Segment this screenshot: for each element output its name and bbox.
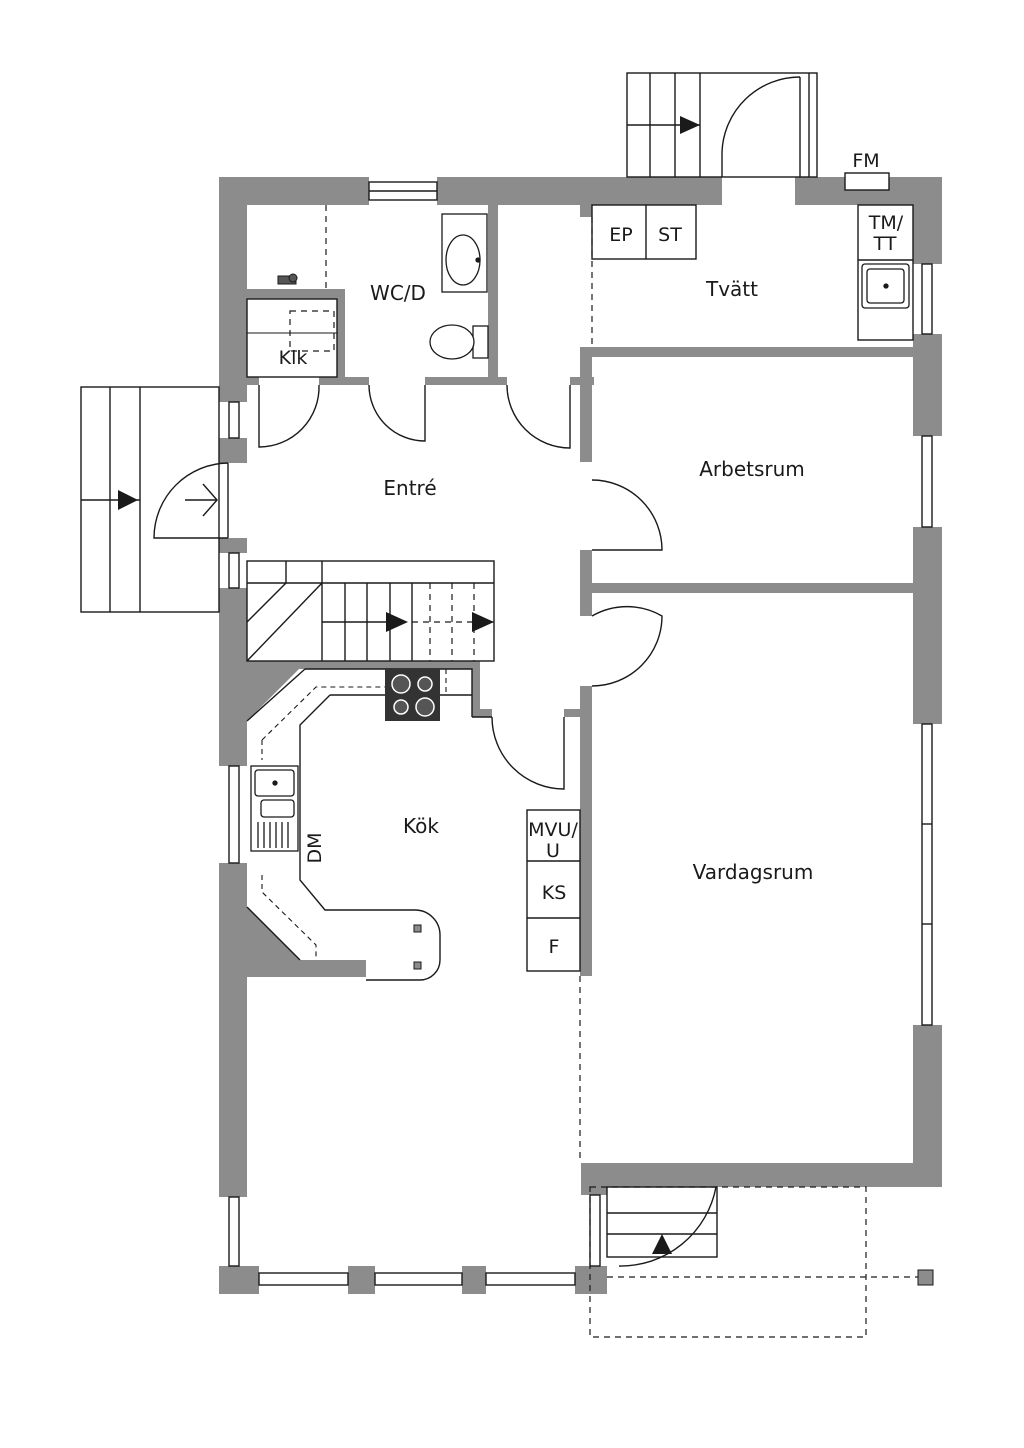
- washbasin-icon: [861, 263, 910, 309]
- sink-icon: [250, 765, 299, 852]
- fixture-label-tm: TM/: [868, 212, 904, 234]
- stove-icon: [385, 669, 440, 721]
- entry-arrow-icon: [118, 116, 700, 1254]
- exterior-walls: [219, 177, 942, 1294]
- room-label-wc: WC/D: [370, 281, 426, 305]
- staircase: [246, 560, 495, 662]
- room-label-kok: Kök: [403, 814, 439, 838]
- room-label-vardagsrum: Vardagsrum: [693, 860, 814, 884]
- fixture-label-st: ST: [658, 224, 682, 246]
- stool-markers: [413, 924, 422, 970]
- appliance-cabinet: [526, 809, 581, 972]
- fixture-label-dm: DM: [304, 832, 326, 863]
- laundry-units: [591, 172, 890, 260]
- fixture-label-fm: FM: [852, 150, 879, 172]
- fixture-label-ep: EP: [609, 224, 632, 246]
- room-label-entre: Entré: [383, 476, 436, 500]
- wc-fixtures: [441, 213, 488, 293]
- fixture-label-ks: KS: [542, 882, 567, 904]
- stair-direction-icon: [386, 612, 494, 632]
- room-label-klk: Klk: [279, 347, 308, 369]
- fixture-label-f: F: [549, 936, 560, 958]
- laundry-counter: [857, 204, 914, 341]
- fixture-label-tt: TT: [873, 233, 897, 255]
- fixture-label-mvu: MVU/: [528, 819, 578, 841]
- tap-icon: [246, 273, 338, 378]
- room-label-arbetsrum: Arbetsrum: [699, 457, 805, 481]
- entry-arrow-open-icon: [185, 483, 218, 517]
- kitchen-counter-dashed: [261, 669, 447, 960]
- windows: [228, 181, 933, 1286]
- fixture-label-u: U: [546, 840, 560, 862]
- doors: [153, 76, 801, 1267]
- interior-walls: [247, 205, 913, 977]
- room-label-tvatt: Tvätt: [705, 277, 758, 301]
- toilet-icon: [429, 324, 489, 360]
- post-marker: [917, 1269, 934, 1286]
- dashed-lines: [289, 205, 921, 1338]
